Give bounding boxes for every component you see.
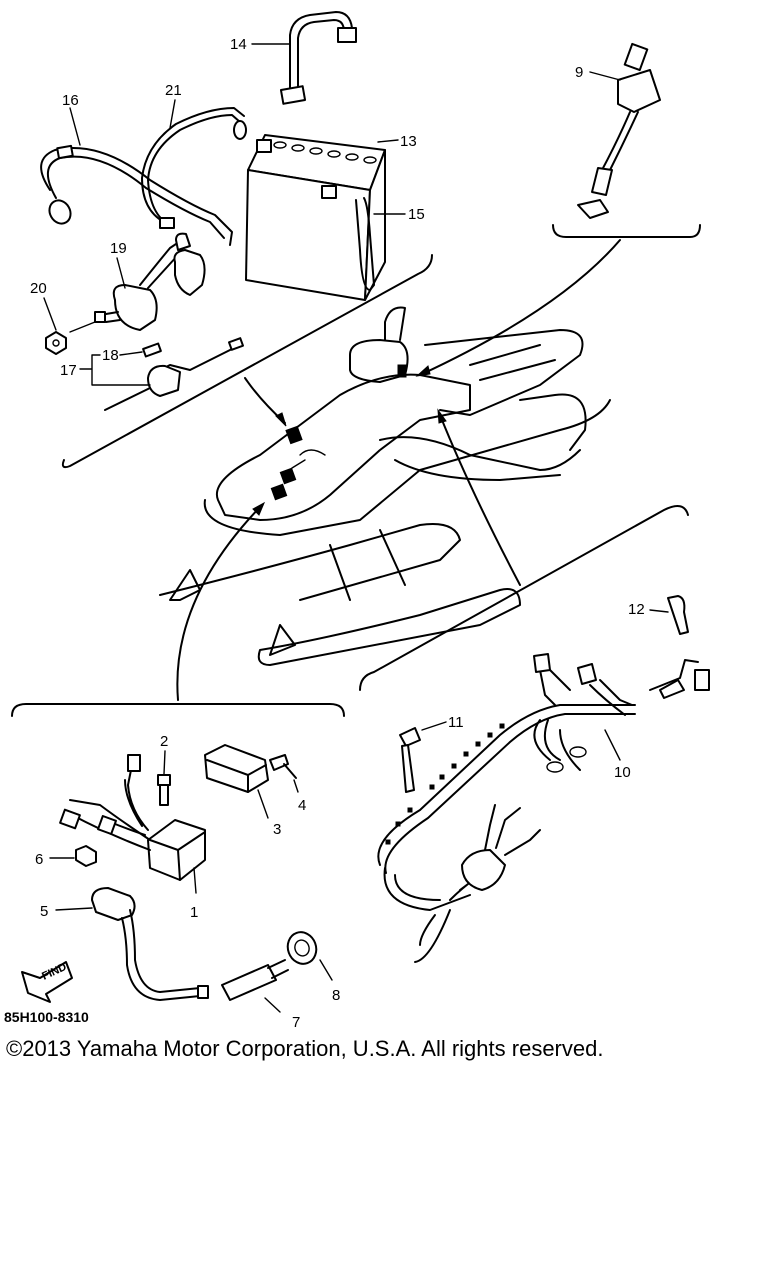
part-battery-strap (251, 11, 357, 105)
callout-8: 8 (332, 987, 340, 1004)
callout-5: 5 (40, 903, 48, 920)
part-battery (245, 134, 406, 301)
parts-diagram: FIND 1 2 3 4 5 6 7 8 9 10 11 12 13 14 15… (4, 11, 710, 1031)
callout-3: 3 (273, 821, 281, 838)
part-fuse-cable (79, 337, 245, 411)
part-wire-harness (377, 653, 710, 963)
callout-2: 2 (160, 733, 168, 750)
callout-19: 19 (110, 240, 127, 257)
part-main-switch (577, 42, 661, 219)
callout-21: 21 (165, 82, 182, 99)
part-ignition-coil (55, 887, 209, 1001)
callout-13: 13 (400, 133, 417, 150)
callout-labels: 1 2 3 4 5 6 7 8 9 10 11 12 13 14 15 16 1… (4, 36, 645, 1031)
snowmobile-drawing (159, 306, 611, 666)
drawing-code: 85H100-8310 (4, 1009, 89, 1025)
part-grommet (286, 931, 333, 981)
callout-15: 15 (408, 206, 425, 223)
callout-6: 6 (35, 851, 43, 868)
callout-17: 17 (60, 362, 77, 379)
part-bolt-4 (269, 754, 299, 793)
part-band (399, 721, 447, 793)
copyright-notice: ©2013 Yamaha Motor Corporation, U.S.A. A… (6, 1036, 604, 1061)
callout-1: 1 (190, 904, 198, 921)
frame-electrical-section (11, 703, 345, 717)
part-nut-6 (49, 845, 97, 867)
callout-12: 12 (628, 601, 645, 618)
frame-ignition-section (552, 224, 701, 238)
find-arrow-icon: FIND (21, 961, 73, 1003)
callout-9: 9 (575, 64, 583, 81)
part-rectifier (204, 744, 269, 819)
part-lead-wire (40, 107, 233, 246)
part-bolt-2 (157, 750, 171, 806)
section-arrows (176, 239, 621, 701)
part-stop-switch (221, 959, 289, 1013)
callout-10: 10 (614, 764, 631, 781)
part-cdi-unit (59, 754, 206, 894)
frame-battery-section (61, 254, 433, 469)
part-clamp-small (649, 595, 689, 635)
callout-7: 7 (292, 1014, 300, 1031)
part-starter-relay (43, 232, 206, 355)
frame-harness-section (359, 505, 689, 691)
part-battery-lead (141, 99, 247, 229)
callout-11: 11 (448, 714, 464, 731)
callout-16: 16 (62, 92, 79, 109)
callout-18: 18 (102, 347, 119, 364)
callout-20: 20 (30, 280, 47, 297)
callout-4: 4 (298, 797, 306, 814)
callout-14: 14 (230, 36, 247, 53)
